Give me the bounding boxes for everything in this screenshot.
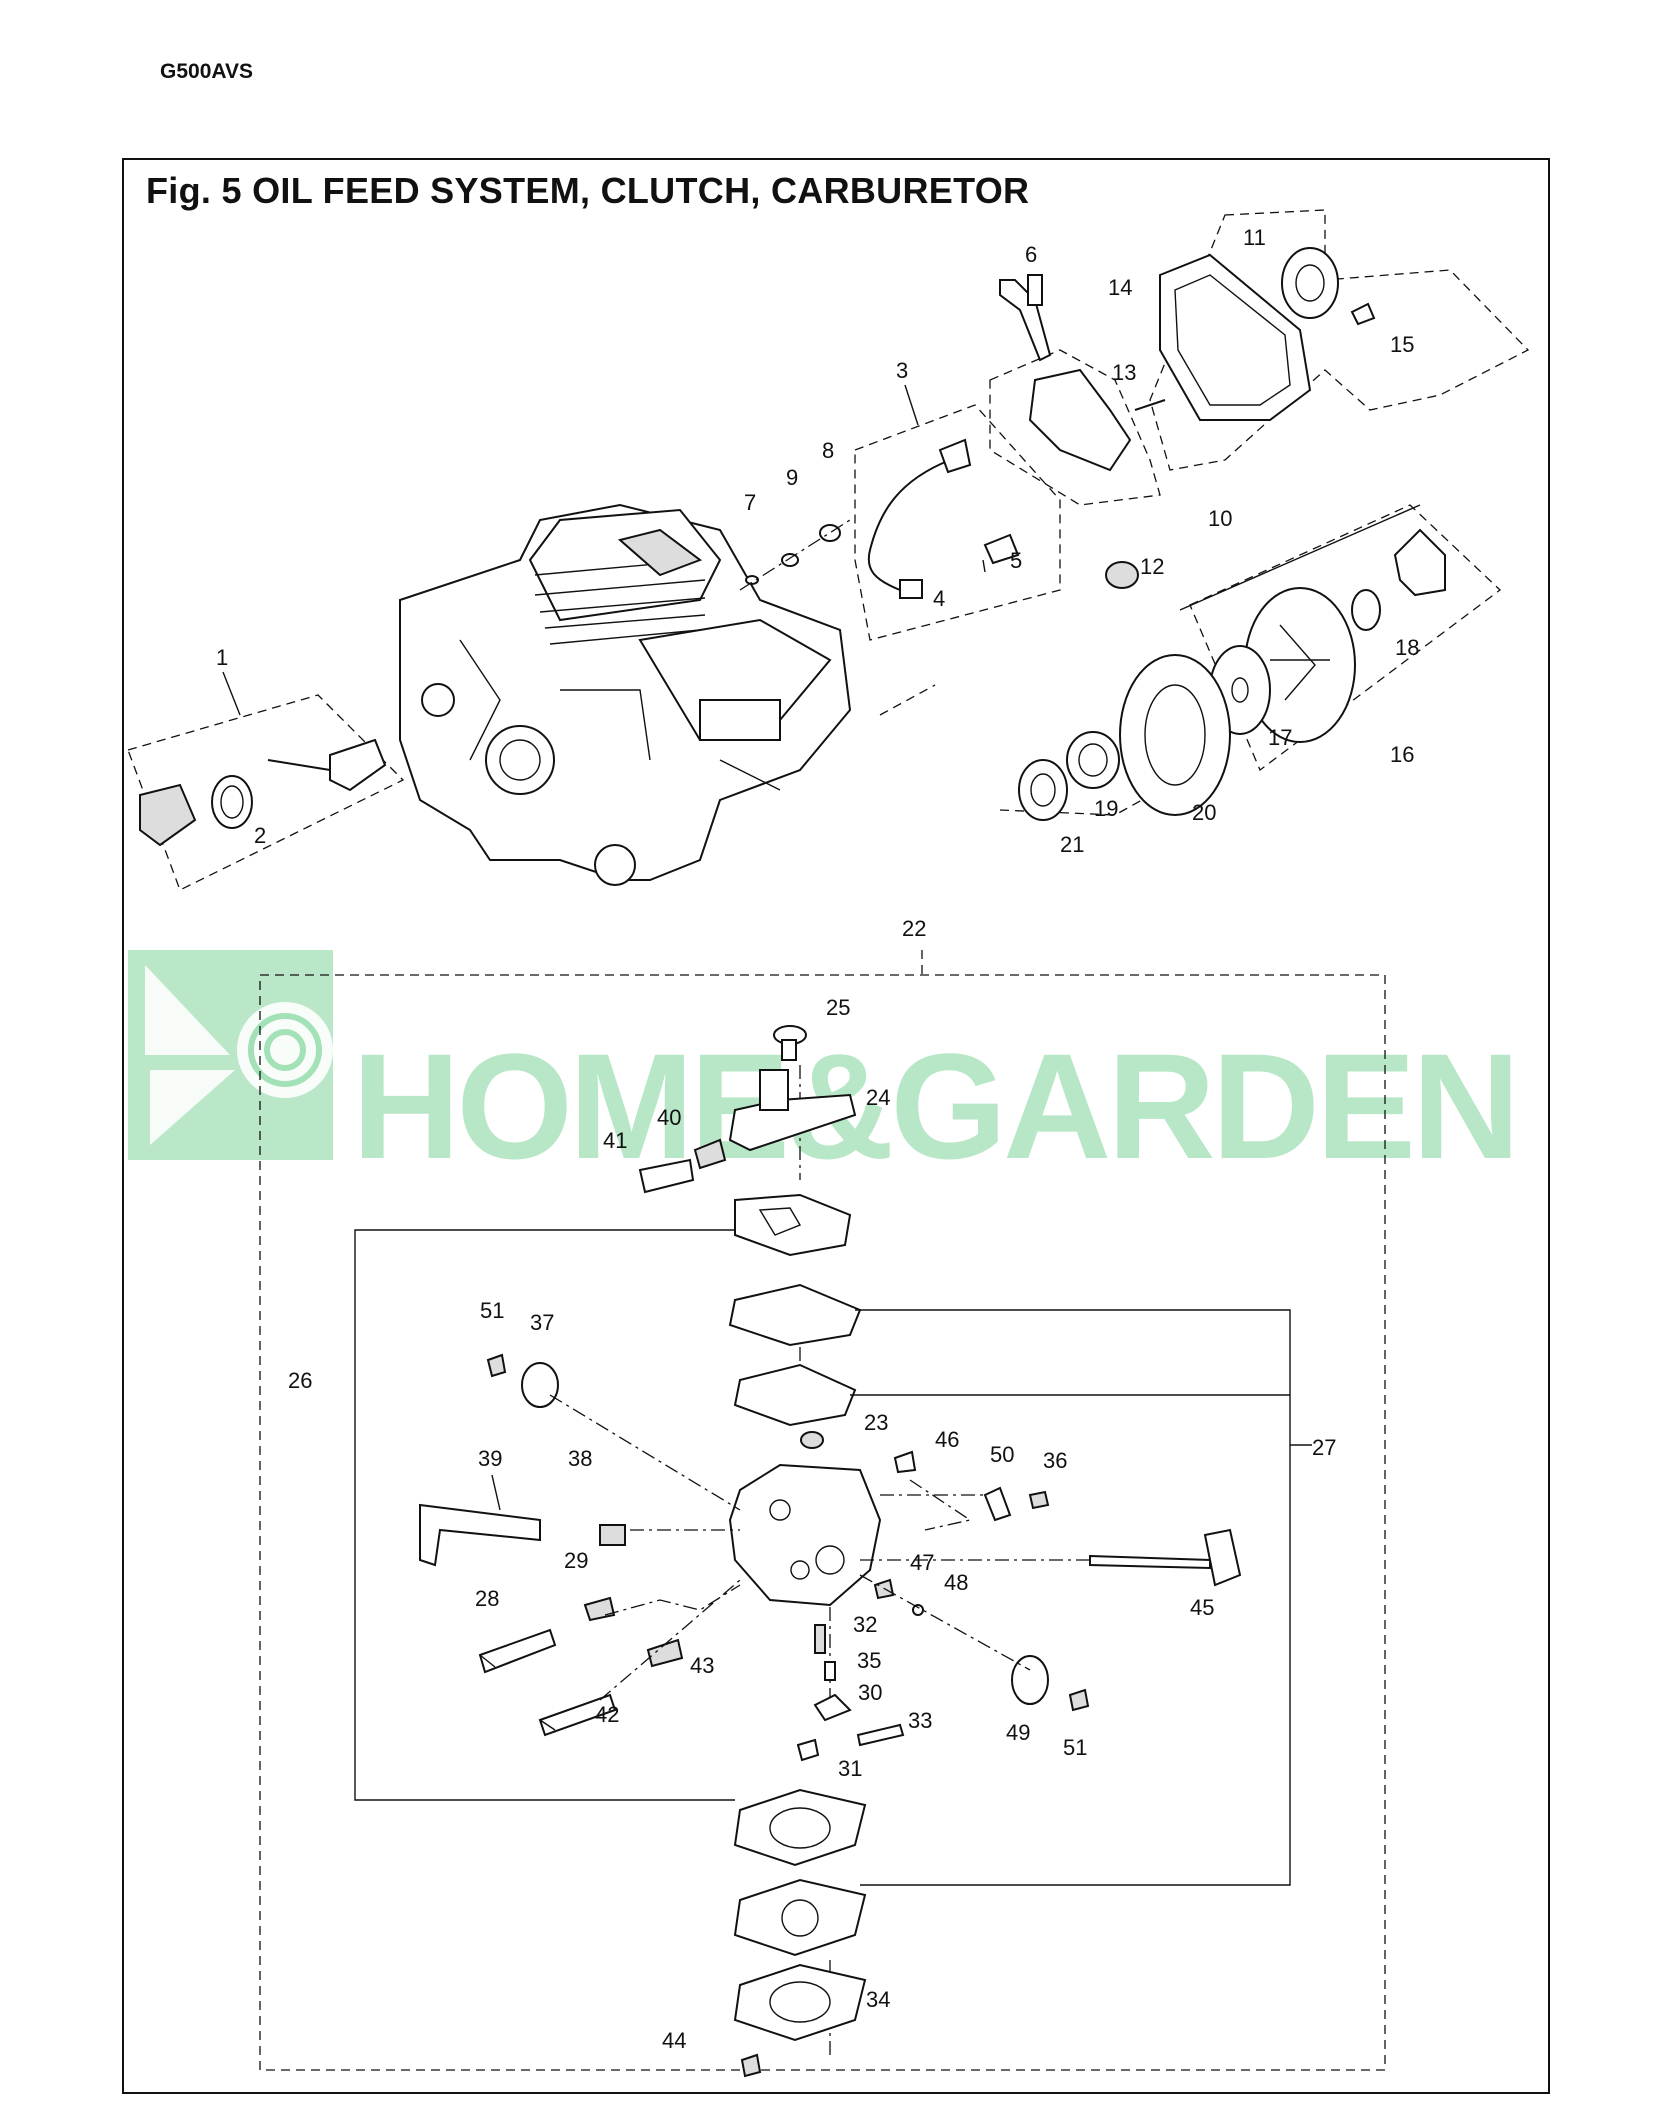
callout-19: 19	[1094, 796, 1118, 821]
callout-10: 10	[1208, 506, 1232, 531]
callout-2: 2	[254, 823, 266, 848]
figure-title: Fig. 5 OIL FEED SYSTEM, CLUTCH, CARBURET…	[146, 170, 1030, 211]
callout-25: 25	[826, 995, 850, 1020]
clutch-group	[879, 504, 1502, 821]
callout-45: 45	[1190, 1595, 1214, 1620]
callout-16: 16	[1390, 742, 1414, 767]
watermark-text: HOME&GARDEN	[352, 1022, 1516, 1190]
callout-29: 29	[564, 1548, 588, 1573]
callout-47: 47	[910, 1550, 934, 1575]
callout-40: 40	[657, 1105, 681, 1130]
callout-46: 46	[935, 1427, 959, 1452]
oil-pump-line-group	[739, 404, 1061, 641]
chain-adjuster-group	[989, 274, 1166, 589]
callout-39: 39	[478, 1446, 502, 1471]
callout-49: 49	[1006, 1720, 1030, 1745]
callout-41: 41	[603, 1128, 627, 1153]
callout-1: 1	[216, 645, 228, 670]
callout-35: 35	[857, 1648, 881, 1673]
callout-43: 43	[690, 1653, 714, 1678]
callout-31: 31	[838, 1756, 862, 1781]
callout-22: 22	[902, 916, 926, 941]
oil-cap-group	[127, 694, 405, 891]
sprocket-cover-group	[1149, 209, 1530, 471]
callout-34: 34	[866, 1987, 890, 2012]
callout-11: 11	[1243, 225, 1266, 250]
callout-30: 30	[858, 1680, 882, 1705]
callout-5: 5	[1010, 548, 1022, 573]
callout-17: 17	[1268, 725, 1292, 750]
callout-32: 32	[853, 1612, 877, 1637]
callout-50: 50	[990, 1442, 1014, 1467]
callout-28: 28	[475, 1586, 499, 1611]
callout-12: 12	[1140, 554, 1164, 579]
callout-51-upper: 51	[480, 1298, 504, 1323]
callout-20: 20	[1192, 800, 1216, 825]
callout-3: 3	[896, 358, 908, 383]
callout-26: 26	[288, 1368, 312, 1393]
callout-23: 23	[864, 1410, 888, 1435]
callout-38: 38	[568, 1446, 592, 1471]
callout-44: 44	[662, 2028, 686, 2053]
engine-crankcase	[399, 503, 852, 886]
carburetor-assembly	[259, 950, 1386, 2078]
callout-9: 9	[786, 465, 798, 490]
callout-24: 24	[866, 1085, 890, 1110]
watermark-logo	[128, 950, 333, 1160]
callout-42: 42	[595, 1702, 619, 1727]
callout-18: 18	[1395, 635, 1419, 660]
callout-13: 13	[1112, 360, 1136, 385]
callout-15: 15	[1390, 332, 1414, 357]
model-label: G500AVS	[160, 60, 253, 83]
callout-8: 8	[822, 438, 834, 463]
figure-frame	[122, 158, 1550, 2094]
callout-14: 14	[1108, 275, 1132, 300]
callouts: 1 2 3 4 5 6 7 8 9 10 11 12 13 14 15 16 1…	[216, 225, 1419, 2053]
callout-48: 48	[944, 1570, 968, 1595]
callout-51-lower: 51	[1063, 1735, 1087, 1760]
callout-21: 21	[1060, 832, 1084, 857]
callout-37: 37	[530, 1310, 554, 1335]
callout-7: 7	[744, 490, 756, 515]
callout-6: 6	[1025, 242, 1037, 267]
callout-4: 4	[933, 586, 945, 611]
callout-33: 33	[908, 1708, 932, 1733]
callout-27: 27	[1312, 1435, 1336, 1460]
callout-36: 36	[1043, 1448, 1067, 1473]
